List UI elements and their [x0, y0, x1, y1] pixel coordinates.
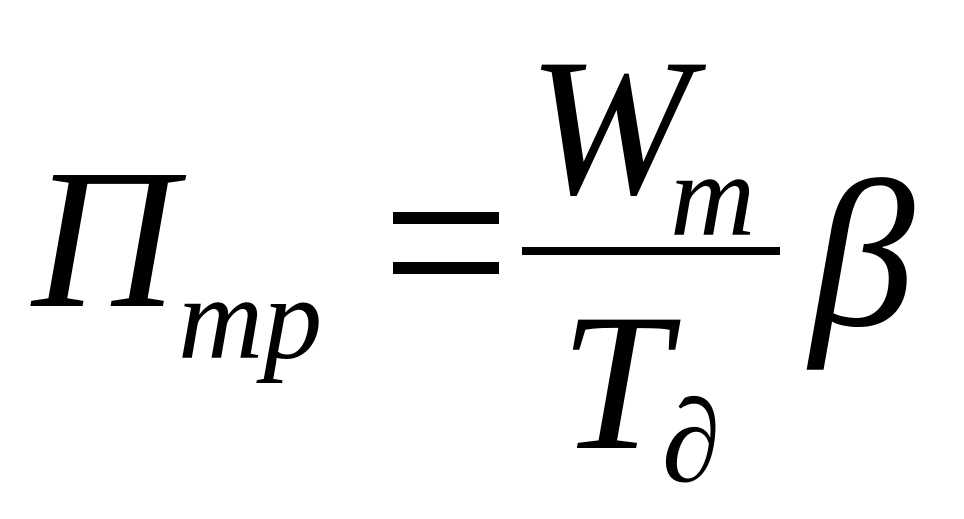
denominator-symbol: T [560, 274, 670, 491]
equals-sign: = [393, 212, 499, 274]
denominator-subscript: ∂ [662, 376, 721, 507]
fraction-bar [522, 247, 780, 255]
numerator-symbol: W [528, 19, 692, 236]
lhs-subscript: тр [178, 253, 323, 384]
numerator-subscript: т [670, 130, 756, 261]
beta-multiplier: β [810, 139, 915, 371]
lhs-symbol: П [32, 129, 177, 350]
